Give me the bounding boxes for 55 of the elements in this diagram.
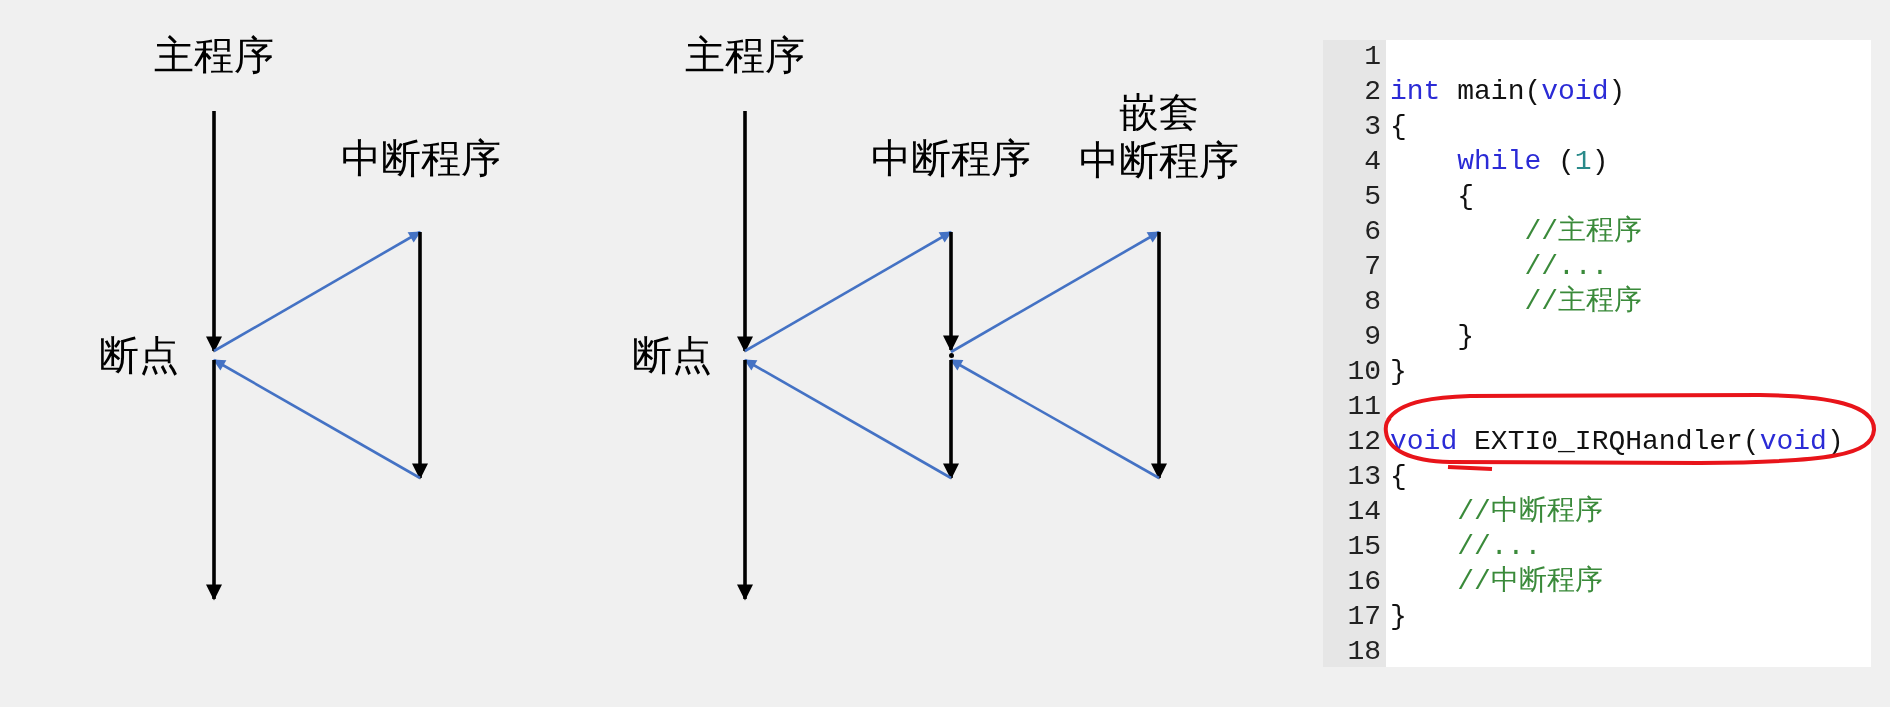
line-number: 15 [1347, 529, 1381, 564]
line-number: 1 [1364, 39, 1381, 74]
line-number: 12 [1347, 424, 1381, 459]
program-label: 断点 [98, 333, 179, 377]
arrow [737, 111, 753, 353]
arrow [412, 232, 428, 480]
line-number: 10 [1347, 354, 1381, 389]
arrow [206, 360, 222, 601]
program-label: 嵌套中断程序 [1079, 88, 1239, 184]
line-number: 5 [1364, 179, 1381, 214]
line-number: 17 [1347, 599, 1381, 634]
line-number: 11 [1347, 389, 1381, 424]
code-line: { [1390, 459, 1407, 494]
line-number: 3 [1364, 109, 1381, 144]
arrow [943, 360, 959, 480]
code-line: //... [1524, 249, 1609, 284]
arrow [949, 358, 1160, 480]
arrow [943, 232, 959, 352]
line-number: 18 [1347, 634, 1381, 669]
program-label: 主程序 [685, 33, 805, 77]
line-number: 7 [1364, 249, 1381, 284]
code-line: } [1457, 319, 1474, 354]
code-line: { [1457, 179, 1474, 214]
code-line: //主程序 [1524, 284, 1642, 319]
code-line: //主程序 [1524, 214, 1642, 249]
code-line: } [1390, 599, 1407, 634]
line-number: 14 [1347, 494, 1381, 529]
arrow [743, 358, 952, 480]
code-line: //中断程序 [1457, 494, 1603, 529]
line-number: 8 [1364, 284, 1381, 319]
code-line: //... [1457, 529, 1542, 564]
code-line: } [1390, 354, 1407, 389]
arrow [737, 360, 753, 601]
arrow [744, 230, 953, 353]
line-number: 9 [1364, 319, 1381, 354]
line-number: 16 [1347, 564, 1381, 599]
program-label: 中断程序 [341, 136, 501, 180]
arrow [212, 358, 421, 480]
code-line: void EXTI0_IRQHandler(void) [1390, 424, 1844, 459]
line-number: 4 [1364, 144, 1381, 179]
arrow [1151, 232, 1167, 480]
code-line: { [1390, 109, 1407, 144]
line-number: 2 [1364, 74, 1381, 109]
code-line: int main(void) [1390, 74, 1626, 109]
program-label: 断点 [631, 333, 712, 377]
code-line: while (1) [1457, 144, 1609, 179]
junction-point [948, 352, 954, 358]
code-line: //中断程序 [1457, 564, 1603, 599]
line-number: 6 [1364, 214, 1381, 249]
program-label: 主程序 [154, 33, 274, 77]
arrow [213, 230, 422, 353]
arrow [206, 111, 222, 353]
program-label: 中断程序 [871, 136, 1031, 180]
arrow [950, 230, 1161, 354]
line-number: 13 [1347, 459, 1381, 494]
